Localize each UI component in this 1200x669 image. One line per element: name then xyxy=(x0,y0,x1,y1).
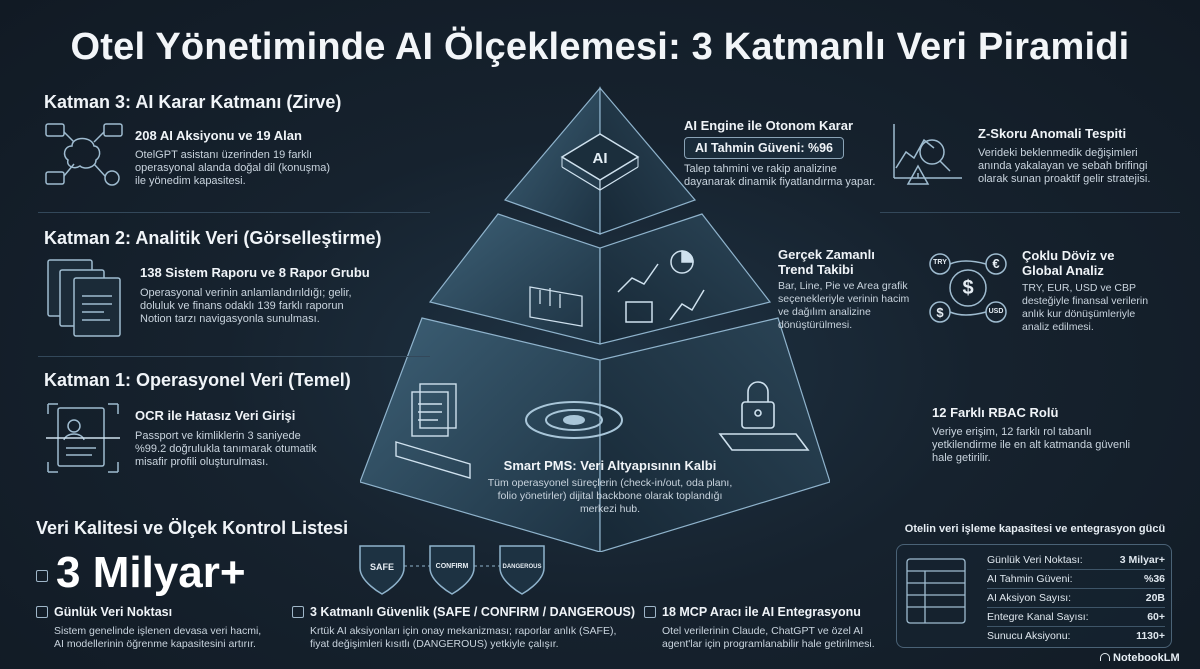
layer1-item-title: OCR ile Hatasız Veri Girişi xyxy=(135,408,296,423)
divider xyxy=(880,212,1180,213)
layer2-item-title: 138 Sistem Raporu ve 8 Rapor Grubu xyxy=(140,265,370,280)
dollar-symbol: $ xyxy=(962,277,974,299)
pyramid-graphic: AI xyxy=(360,86,830,552)
checkbox-icon xyxy=(36,570,48,582)
notebook-icon xyxy=(1100,653,1110,661)
rbac-text: Veriye erişim, 12 farklı rol tabanlı yet… xyxy=(932,426,1131,464)
checkbox-icon xyxy=(644,606,656,618)
lock-icon xyxy=(718,381,810,451)
layer2-item-text: Operasyonal verinin anlamlandırıldığı; g… xyxy=(140,287,352,325)
checkbox-icon xyxy=(292,606,304,618)
id-scan-icon xyxy=(46,403,120,473)
layer1-heading: Katman 1: Operasyonel Veri (Temel) xyxy=(44,370,351,390)
checklist-heading: Veri Kalitesi ve Ölçek Kontrol Listesi xyxy=(36,518,349,538)
rbac-title: 12 Farklı RBAC Rolü xyxy=(932,405,1059,420)
layer3-item-text: OtelGPT asistanı üzerinden 19 farklı ope… xyxy=(135,149,331,187)
currency-text: TRY, EUR, USD ve CBP desteğiyle finansal… xyxy=(1022,282,1149,333)
table-row: Entegre Kanal Sayısı:60+ xyxy=(987,607,1165,627)
anomaly-chart-icon xyxy=(893,124,962,185)
brand-logo: NotebookLM xyxy=(1100,652,1180,664)
layer3-item-title: 208 AI Aksiyonu ve 19 Alan xyxy=(135,128,302,143)
server-icon xyxy=(395,441,471,479)
table-row: AI Tahmin Güveni:%36 xyxy=(987,569,1165,589)
table-row: Sunucu Aksiyonu:1130+ xyxy=(987,630,1165,642)
layer3-heading: Katman 3: AI Karar Katmanı (Zirve) xyxy=(44,92,342,112)
bar-chart-icon xyxy=(529,286,583,327)
table-row: AI Aksiyon Sayısı:20B xyxy=(987,588,1165,608)
line-chart-icon xyxy=(617,250,705,323)
svg-text:AI: AI xyxy=(593,150,608,167)
checklist-item-text: Otel verilerinin Claude, ChatGPT ve özel… xyxy=(662,625,875,650)
brain-chat-icon xyxy=(45,123,123,186)
document-stack-icon xyxy=(411,383,457,437)
zscore-text: Verideki beklenmedik değişimleri anında … xyxy=(978,147,1151,185)
trend-text: Bar, Line, Pie ve Area grafik seçenekler… xyxy=(778,280,910,331)
trend-title: Gerçek Zamanlı Trend Takibi xyxy=(778,247,875,277)
checklist-item-text: Sistem genelinde işlenen devasa veri hac… xyxy=(54,625,262,650)
ai-chip-icon xyxy=(560,133,640,191)
layer1-item-text: Passport ve kimliklerin 3 saniyede %99.2… xyxy=(135,430,317,468)
pyramid-base-title: Smart PMS: Veri Altyapısının Kalbi xyxy=(503,458,717,473)
page-title: Otel Yönetiminde AI Ölçeklemesi: 3 Katma… xyxy=(70,26,1130,68)
layer2-heading: Katman 2: Analitik Veri (Görselleştirme) xyxy=(44,228,382,248)
target-hub-icon xyxy=(525,401,623,439)
checklist-item-text: Krtük AI aksiyonları için onay mekanizma… xyxy=(310,625,617,650)
big-number: 3 Milyar+ xyxy=(56,548,246,597)
checklist-item-title: 3 Katmanlı Güvenlik (SAFE / CONFIRM / DA… xyxy=(310,605,636,619)
zscore-title: Z-Skoru Anomali Tespiti xyxy=(978,126,1127,141)
security-shields-icon xyxy=(359,545,545,595)
capacity-panel: Günlük Veri Noktası:3 Milyar+ AI Tahmin … xyxy=(896,544,1172,648)
divider xyxy=(38,356,430,357)
shield-safe-label: SAFE xyxy=(369,562,394,572)
eur-symbol: € xyxy=(992,256,1000,271)
ai-engine-text: Talep tahmini ve rakip analizine dayanar… xyxy=(684,163,876,188)
capacity-table: Günlük Veri Noktası:3 Milyar+ AI Tahmin … xyxy=(987,551,1165,645)
usd-label: USD xyxy=(988,308,1004,315)
pyramid-base-text: Tüm operasyonel süreçlerin (check-in/out… xyxy=(487,477,733,515)
checklist-item-title: Günlük Veri Noktası xyxy=(54,605,173,619)
shield-dangerous-label: DANGEROUS xyxy=(502,564,542,570)
currency-title: Çoklu Döviz ve Global Analiz xyxy=(1022,248,1115,278)
divider xyxy=(38,212,430,213)
table-icon xyxy=(906,558,966,624)
checkbox-icon xyxy=(36,606,48,618)
currency-icon: TRY € $ $ USD xyxy=(926,250,1010,326)
report-stack-icon xyxy=(47,259,121,337)
confidence-badge: AI Tahmin Güveni: %96 xyxy=(684,137,844,159)
table-row: Günlük Veri Noktası:3 Milyar+ xyxy=(987,551,1165,570)
try-label: TRY xyxy=(933,259,947,266)
capacity-heading: Otelin veri işleme kapasitesi ve entegra… xyxy=(904,523,1166,535)
checklist-item-title: 18 MCP Aracı ile AI Entegrasyonu xyxy=(662,605,861,619)
ai-engine-title: AI Engine ile Otonom Karar xyxy=(684,118,854,133)
shield-confirm-label: CONFIRM xyxy=(435,563,469,570)
